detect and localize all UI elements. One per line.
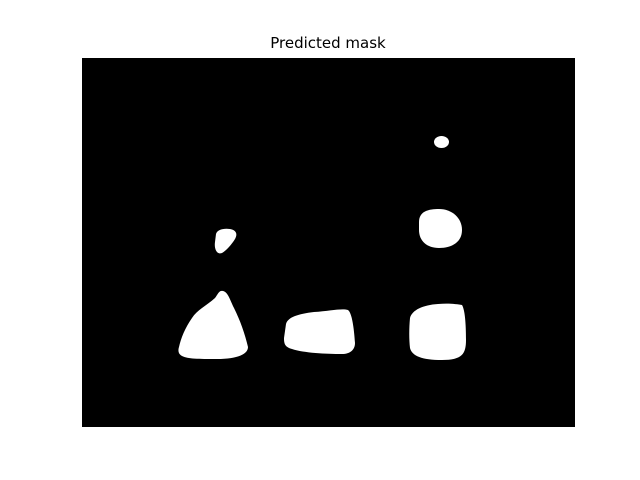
mask-blob-small-top [434, 136, 449, 148]
mask-image [82, 58, 575, 427]
mask-blob-square [409, 303, 466, 360]
mask-blob-round [419, 209, 462, 248]
figure-title: Predicted mask [270, 34, 386, 52]
mask-background [82, 58, 575, 427]
mask-blob-triangle [178, 290, 248, 359]
mask-blob-rounded-middle [284, 309, 355, 354]
mask-canvas [82, 58, 575, 427]
mask-blob-small-left [214, 228, 237, 254]
